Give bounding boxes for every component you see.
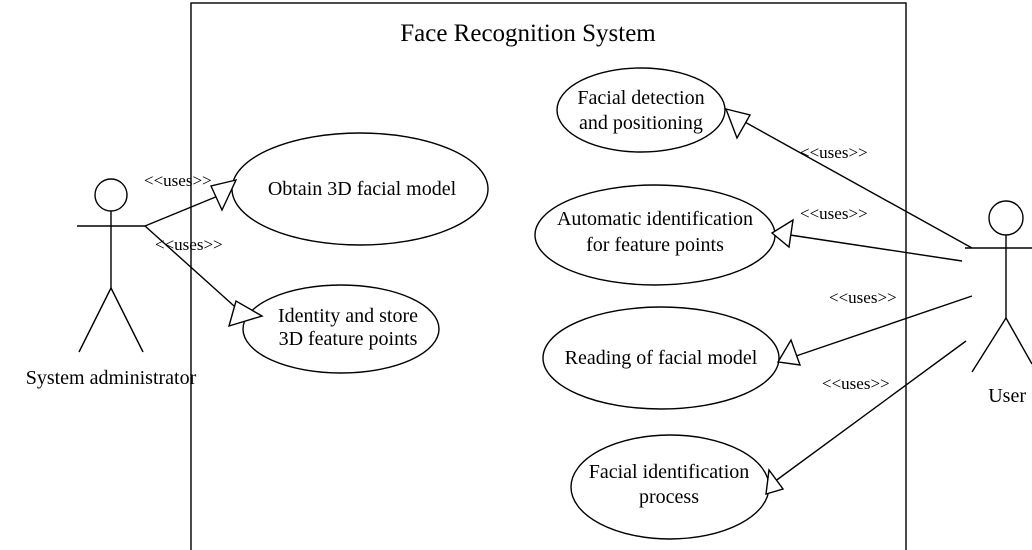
actor-label: System administrator — [26, 367, 197, 389]
use-case-ellipse — [542, 306, 780, 410]
arrowhead-user-auto — [770, 218, 794, 249]
actor-label: User — [988, 385, 1026, 407]
arrowhead-user-detection — [724, 107, 752, 140]
association-user-auto — [789, 234, 963, 262]
use-case-label-line-1: Facial identification — [589, 461, 750, 483]
stereotype-user-auto: <<uses>> — [800, 204, 868, 223]
use-case-identity-store: Identity and store 3D feature points — [242, 284, 440, 374]
use-case-label-line-2: 3D feature points — [279, 328, 418, 350]
arrowhead-user-reading — [776, 338, 802, 366]
stereotype-labels: <<uses>> <<uses>> <<uses>> <<uses>> <<us… — [144, 143, 897, 393]
use-case-label: Obtain 3D facial model — [268, 178, 457, 200]
stick-figure-icon — [77, 178, 145, 353]
use-case-auto-identification: Automatic identification for feature poi… — [534, 184, 776, 286]
use-case-label-line-2: for feature points — [586, 234, 724, 256]
stereotype-admin-identity: <<uses>> — [155, 235, 223, 254]
use-case-ellipse — [242, 284, 440, 374]
stereotype-admin-obtain: <<uses>> — [144, 171, 212, 190]
use-case-identification-process: Facial identification process — [570, 434, 770, 540]
use-case-label-line-1: Facial detection — [577, 87, 704, 109]
use-case-ellipse — [556, 67, 726, 153]
associations — [144, 120, 973, 483]
association-user-process — [773, 340, 967, 483]
stereotype-user-reading: <<uses>> — [829, 288, 897, 307]
stereotype-user-detection: <<uses>> — [800, 143, 868, 162]
association-admin-identity — [144, 225, 244, 315]
use-case-label: Reading of facial model — [565, 347, 758, 369]
stick-figure-icon — [965, 200, 1032, 373]
use-case-obtain-model: Obtain 3D facial model — [231, 132, 489, 246]
use-case-label-line-2: process — [639, 486, 699, 508]
use-case-reading-model: Reading of facial model — [542, 306, 780, 410]
use-case-label-line-2: and positioning — [579, 112, 703, 134]
use-case-label-line-1: Identity and store — [278, 305, 418, 327]
arrowhead-user-process — [765, 468, 785, 495]
system-title: Face Recognition System — [400, 20, 656, 47]
association-user-detection — [742, 120, 973, 249]
use-case-facial-detection: Facial detection and positioning — [556, 67, 726, 153]
arrowhead-admin-identity — [227, 299, 264, 328]
arrowheads — [210, 107, 802, 495]
actor-system-administrator: System administrator — [26, 178, 197, 389]
association-admin-obtain — [144, 195, 219, 227]
arrowhead-admin-obtain — [210, 178, 238, 212]
system-boundary — [190, 2, 907, 550]
stereotype-user-process: <<uses>> — [822, 374, 890, 393]
association-user-reading — [795, 295, 973, 357]
actor-user: User — [965, 200, 1032, 407]
use-case-label-line-1: Automatic identification — [557, 208, 753, 230]
